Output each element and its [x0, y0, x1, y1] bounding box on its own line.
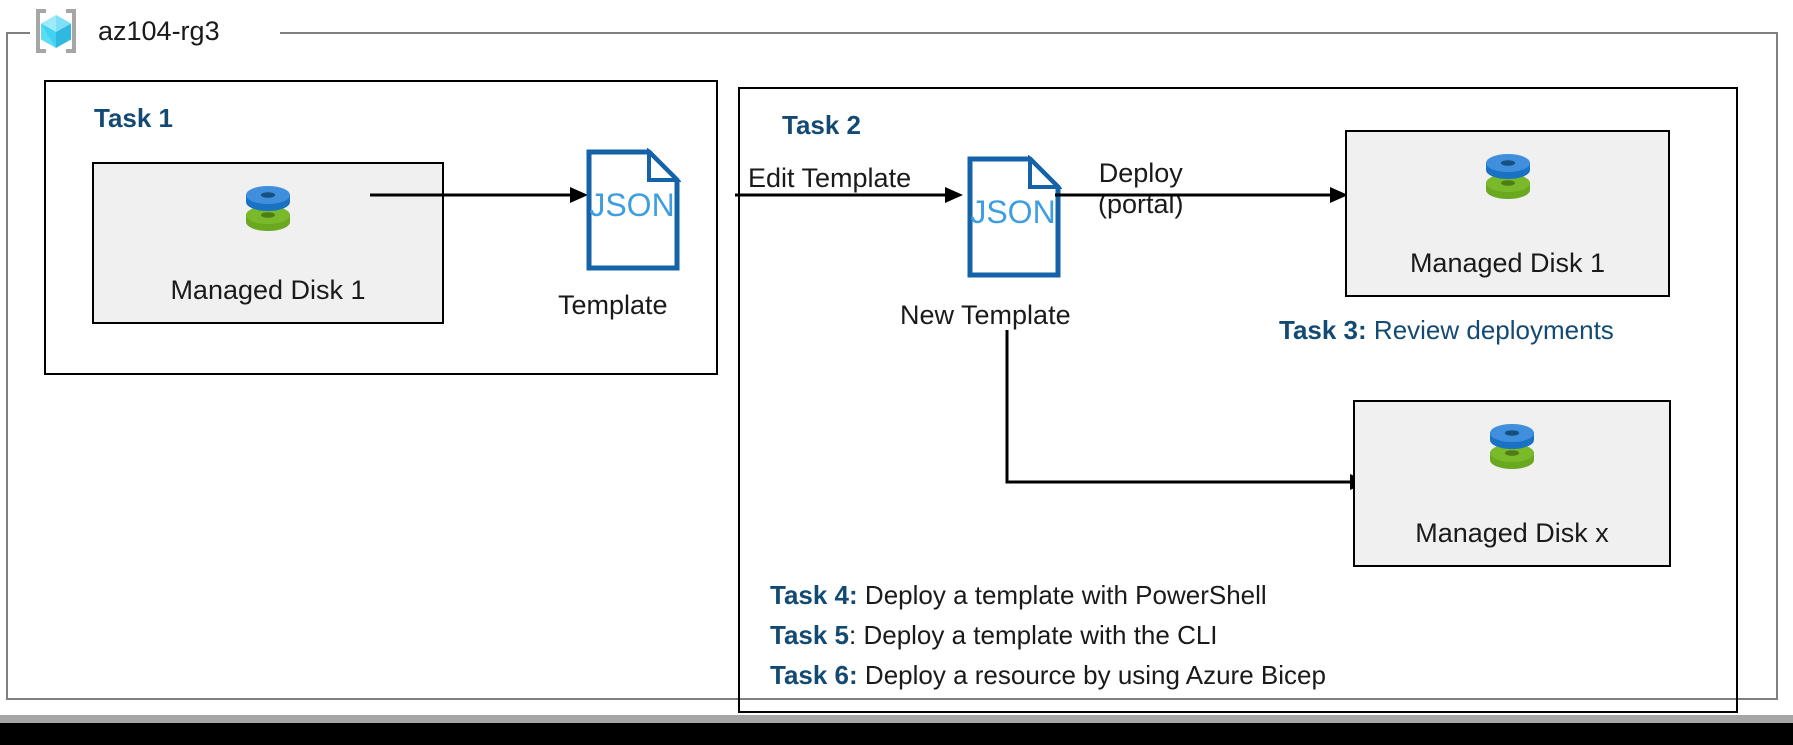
- managed-disk-1-card-task2: Managed Disk 1: [1345, 130, 1670, 297]
- resource-group-frame: [6, 32, 1778, 700]
- task-2-group-box: [738, 87, 1738, 713]
- managed-disk-1-label-task2: Managed Disk 1: [1409, 248, 1606, 278]
- deploy-label-line1: Deploy: [1098, 158, 1183, 188]
- arrow-edit-template: [735, 187, 963, 203]
- task-5-note: Task 5: Deploy a template with the CLI: [770, 620, 1218, 651]
- resource-group-frame-top-left: [6, 32, 34, 34]
- task-4-key: Task 4:: [770, 580, 858, 610]
- task-6-note: Task 6: Deploy a resource by using Azure…: [770, 660, 1326, 691]
- json-document-icon-new-template: JSON: [966, 154, 1063, 279]
- resource-group-frame-top-right: [280, 32, 1778, 34]
- managed-disk-icon: [1477, 146, 1539, 208]
- template-caption: Template: [558, 290, 668, 320]
- resource-group-name: az104-rg3: [98, 15, 220, 46]
- arrow-disk-to-template: [370, 187, 588, 203]
- managed-disk-1-label-task1: Managed Disk 1: [170, 275, 366, 305]
- task-3-text: Review deployments: [1366, 315, 1614, 345]
- window-bottom-bar: [0, 723, 1793, 745]
- json-document-icon-template: JSON: [585, 147, 682, 272]
- task-4-note: Task 4: Deploy a template with PowerShel…: [770, 580, 1267, 611]
- managed-disk-x-card: Managed Disk x: [1353, 400, 1671, 567]
- arrow-deploy-portal: [1055, 187, 1348, 203]
- resource-group-header: az104-rg3: [30, 0, 230, 62]
- svg-text:JSON: JSON: [970, 194, 1055, 230]
- task-1-group-box: [44, 80, 718, 375]
- task-4-text: Deploy a template with PowerShell: [857, 580, 1267, 610]
- task-2-title: Task 2: [782, 110, 862, 140]
- window-bottom-divider: [0, 715, 1793, 723]
- arrow-deploy-to-managed-disk-x: [1005, 330, 1368, 490]
- task-3-key: Task 3:: [1279, 315, 1367, 345]
- new-template-caption: New Template: [900, 300, 1071, 330]
- task-6-text: Deploy a resource by using Azure Bicep: [857, 660, 1326, 690]
- task-1-title: Task 1: [94, 103, 174, 133]
- task-5-key: Task 5: [770, 620, 850, 650]
- managed-disk-icon: [237, 178, 299, 240]
- azure-resource-group-icon: [30, 5, 82, 57]
- task-6-key: Task 6:: [770, 660, 858, 690]
- task-3-note: Task 3: Review deployments: [1279, 315, 1614, 346]
- managed-disk-x-label: Managed Disk x: [1415, 518, 1609, 548]
- edit-template-edge-label: Edit Template: [748, 163, 912, 193]
- managed-disk-1-card-task1: Managed Disk 1: [92, 162, 444, 324]
- svg-text:JSON: JSON: [589, 187, 674, 223]
- managed-disk-icon: [1481, 416, 1543, 478]
- task-5-text: : Deploy a template with the CLI: [849, 620, 1218, 650]
